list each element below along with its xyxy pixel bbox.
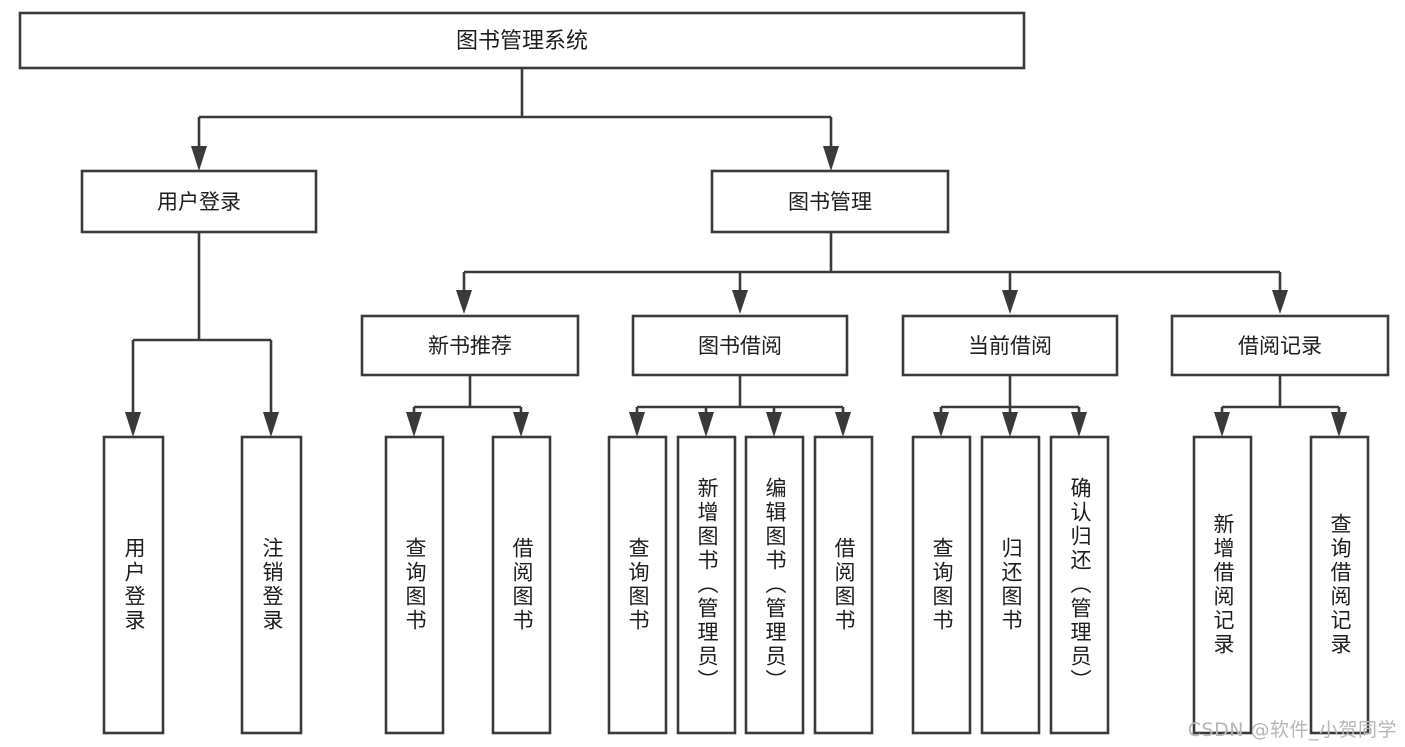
leaf-boxes [102,435,1370,735]
leaf-query-record-box[interactable] [1309,435,1370,735]
node-root-label: 图书管理系统 [456,29,588,54]
connector-group-book-manage [456,232,1288,314]
node-user-login-label: 用户登录 [157,190,241,214]
node-root[interactable]: 图书管理系统 [18,11,1026,70]
node-current-borrow-box[interactable] [901,314,1119,377]
node-current-borrow[interactable]: 当前借阅 [901,314,1119,377]
connector-group-user-login [125,232,279,437]
node-new-book-rec[interactable]: 新书推荐 [360,314,580,377]
node-user-login-box[interactable] [80,169,318,234]
arrow-bm-to-current-borrow-icon [1002,290,1018,314]
node-book-borrow-box[interactable] [631,314,849,377]
node-book-manage-box[interactable] [710,169,950,234]
leaf-add-book-box[interactable] [676,435,737,735]
leaf-add-record-box[interactable] [1192,435,1253,735]
arrow-br-to-leaf-1-icon [1214,412,1230,437]
arrow-ul-to-leaf-1-icon [125,412,141,437]
arrow-bm-to-new-book-rec-icon [456,290,472,314]
arrow-nbr-to-leaf-1-icon [406,412,422,437]
arrow-root-to-user-login-icon [191,146,207,171]
node-root-box[interactable] [18,11,1026,70]
arrow-bb-to-leaf-2-icon [698,412,714,437]
leaf-user-login-box[interactable] [102,435,165,735]
arrow-cb-to-leaf-3-icon [1071,412,1087,437]
node-new-book-rec-label: 新书推荐 [428,334,512,358]
connector-group-current-borrow [933,375,1087,437]
csdn-watermark: CSDN @软件_小贺同学 [1187,719,1397,741]
node-book-manage-label: 图书管理 [788,190,872,214]
node-borrow-record-label: 借阅记录 [1238,334,1322,358]
arrow-bb-to-leaf-4-icon [835,412,851,437]
node-borrow-record[interactable]: 借阅记录 [1170,314,1390,377]
arrow-ul-to-leaf-2-icon [263,412,279,437]
arrow-bb-to-leaf-1-icon [629,412,645,437]
connector-group-root [191,69,839,171]
arrow-bm-to-book-borrow-icon [732,290,748,314]
arrow-root-to-book-manage-icon [823,146,839,171]
leaf-borrow-book-1-box[interactable] [491,435,552,735]
arrow-bm-to-borrow-record-icon [1272,290,1288,314]
node-new-book-rec-box[interactable] [360,314,580,377]
node-book-borrow[interactable]: 图书借阅 [631,314,849,377]
arrow-cb-to-leaf-2-icon [1002,412,1018,437]
connector-group-borrow-record [1214,375,1347,437]
node-book-borrow-label: 图书借阅 [698,334,782,358]
connector-group-new-book-rec [406,375,529,437]
node-book-manage[interactable]: 图书管理 [710,169,950,234]
leaf-borrow-book-2-box[interactable] [813,435,874,735]
arrow-br-to-leaf-2-icon [1331,412,1347,437]
leaf-query-book-1-box[interactable] [384,435,445,735]
arrow-bb-to-leaf-3-icon [766,412,782,437]
leaf-edit-book-box[interactable] [744,435,805,735]
node-user-login[interactable]: 用户登录 [80,169,318,234]
leaf-logout-box[interactable] [240,435,303,735]
connector-group-book-borrow [629,375,851,437]
leaf-query-book-2-box[interactable] [607,435,668,735]
leaf-return-book-box[interactable] [980,435,1041,735]
leaf-confirm-return-box[interactable] [1049,435,1110,735]
node-borrow-record-box[interactable] [1170,314,1390,377]
arrow-cb-to-leaf-1-icon [933,412,949,437]
leaf-query-book-3-box[interactable] [911,435,972,735]
arrow-nbr-to-leaf-2-icon [513,412,529,437]
node-current-borrow-label: 当前借阅 [968,334,1052,358]
